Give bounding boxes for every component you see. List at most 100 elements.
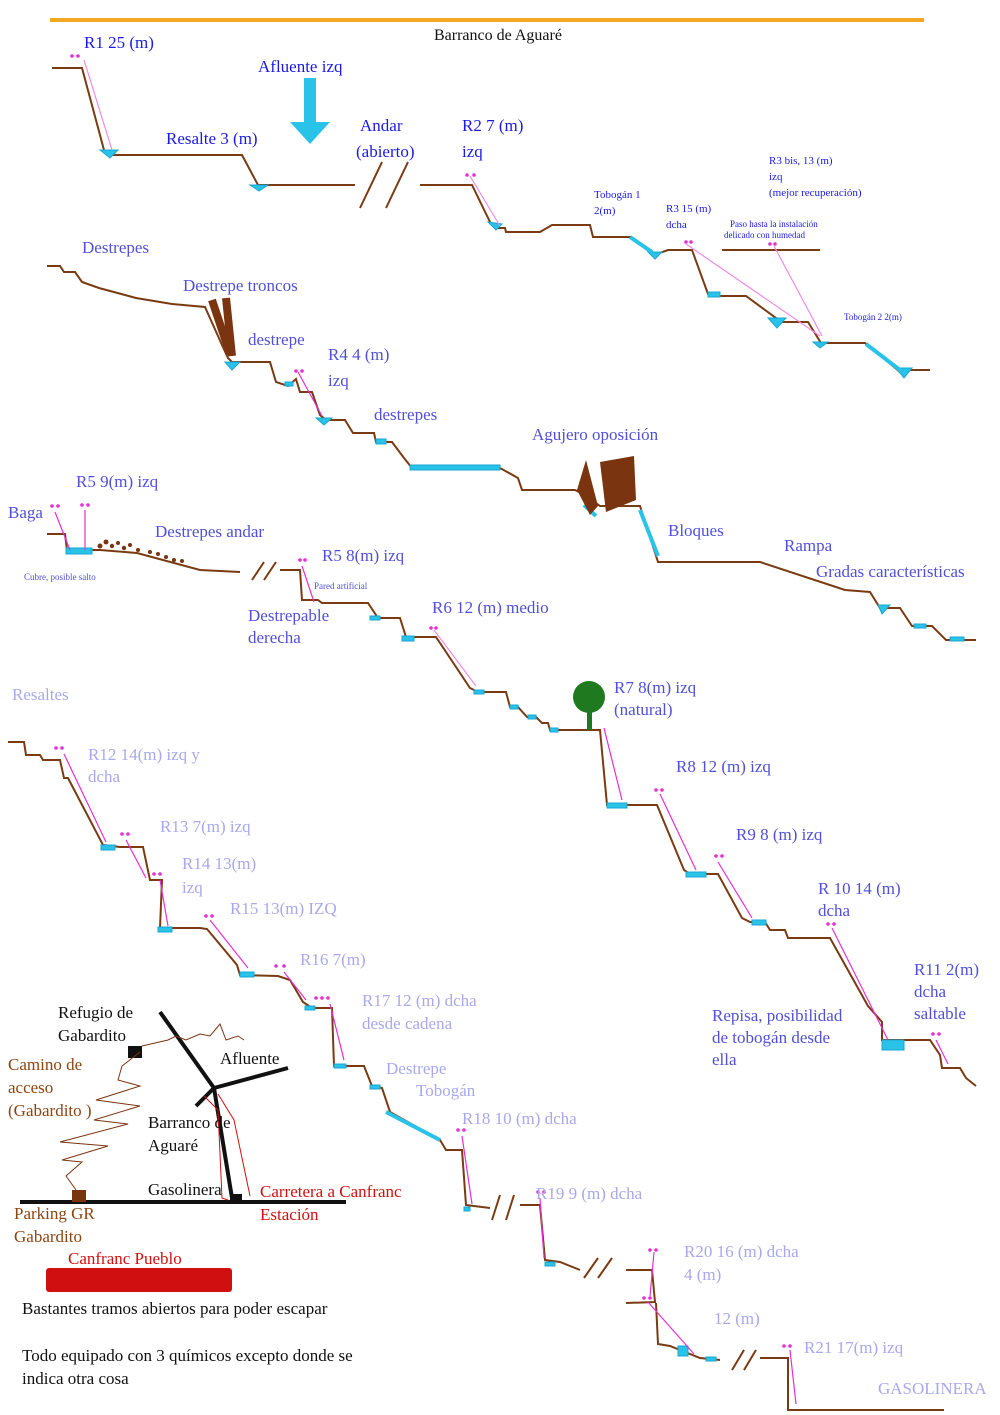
r11-label-1: R11 2(m) (914, 960, 979, 979)
r14-label-2: izq (182, 878, 203, 897)
repisa-label-1: Repisa, posibilidad (712, 1006, 843, 1025)
r17-label-1: R17 12 (m) dcha (362, 991, 477, 1010)
andar-label-2: (abierto) (356, 142, 415, 161)
gasolinera-map-label: Gasolinera (148, 1180, 222, 1199)
refugio-label-2: Gabardito (58, 1026, 126, 1045)
r15-label: R15 13(m) IZQ (230, 899, 337, 918)
refugio-label-1: Refugio de (58, 1003, 133, 1022)
rock-blocks (577, 456, 636, 515)
parking-label-1: Parking GR (14, 1204, 95, 1223)
boulder-dots (97, 539, 184, 563)
camino-label-3: (Gabardito ) (8, 1101, 92, 1120)
destrepes2-label: destrepes (374, 405, 437, 424)
parking-label-2: Gabardito (14, 1227, 82, 1246)
barranco-label-2: Aguaré (148, 1136, 198, 1155)
canyon-profiles (8, 67, 977, 1411)
barranco-label-1: Barranco de (148, 1113, 231, 1132)
rampa-label: Rampa (784, 536, 833, 555)
note-equipment-1: Todo equipado con 3 químicos excepto don… (22, 1346, 353, 1365)
profile-section3a (47, 533, 241, 573)
agujero-label: Agujero oposición (532, 425, 659, 444)
ropes (54, 59, 949, 1405)
profile-section1a (52, 67, 355, 186)
repisa-label-2: de tobogán desde (712, 1028, 830, 1047)
r11-label-2: dcha (914, 982, 947, 1001)
map-inset (20, 1010, 346, 1292)
afluente-line (213, 1066, 289, 1090)
tree-icon (573, 681, 605, 730)
page-title: Barranco de Aguaré (434, 27, 562, 44)
canfranc-label: Canfranc Pueblo (68, 1249, 182, 1268)
paso-label-2: delicado con humedad (724, 230, 805, 240)
anchor-dots (50, 54, 941, 1348)
r20-label-1: R20 16 (m) dcha (684, 1242, 799, 1261)
r10-label-2: dcha (818, 901, 851, 920)
andar-label-1: Andar (360, 116, 403, 135)
r20-label-3: 12 (m) (714, 1309, 760, 1328)
pared-label: Pared artificial (314, 581, 368, 591)
note-equipment-2: indica otra cosa (22, 1369, 129, 1388)
r3-label-1: R3 15 (m) (666, 203, 712, 215)
r8-label: R8 12 (m) izq (676, 757, 771, 776)
canfranc-pueblo-bar (46, 1268, 232, 1292)
parking-marker (72, 1190, 86, 1202)
profile-section4c (625, 1269, 657, 1304)
profile-section4e (760, 1357, 944, 1411)
camino-label-2: acceso (8, 1078, 53, 1097)
gasolinera-marker (230, 1194, 242, 1204)
afluente-arrow (290, 78, 330, 144)
camino-label-1: Camino de (8, 1055, 82, 1074)
r3bis-label-1: R3 bis, 13 (m) (769, 155, 833, 167)
trail-line-2 (141, 1023, 245, 1047)
r20-label-2: 4 (m) (684, 1265, 721, 1284)
baga-label: Baga (8, 503, 43, 522)
r13-label: R13 7(m) izq (160, 817, 251, 836)
r17-label-2: desde cadena (362, 1014, 453, 1033)
destrepable-label-1: Destrepable (248, 606, 329, 625)
resalte-label: Resalte 3 (m) (166, 129, 258, 148)
tobogan1-label-1: Tobogán 1 (594, 189, 641, 201)
bloques-label: Bloques (668, 521, 724, 540)
destrepe-label: destrepe (248, 330, 305, 349)
r3-label-2: dcha (666, 219, 687, 231)
note-escape: Bastantes tramos abiertos para poder esc… (22, 1299, 328, 1318)
r2-label-1: R2 7 (m) (462, 116, 523, 135)
r7-label-1: R7 8(m) izq (614, 678, 697, 697)
trail-line (59, 1051, 142, 1191)
r12-label-1: R12 14(m) izq y (88, 745, 200, 764)
r2-label-2: izq (462, 142, 483, 161)
r4-label-2: izq (328, 371, 349, 390)
logs-icon (208, 297, 236, 357)
r5b-label: R5 8(m) izq (322, 546, 405, 565)
r4-label-1: R4 4 (m) (328, 345, 389, 364)
gradas-label: Gradas características (816, 562, 965, 581)
profile-section4a (8, 741, 491, 1209)
tobogan1-label-2: 2(m) (594, 205, 616, 217)
gasolinera-end-label: GASOLINERA (878, 1379, 987, 1398)
r3bis-label-3: (mejor recuperación) (769, 187, 862, 199)
r9-label: R9 8 (m) izq (736, 825, 823, 844)
repisa-label-3: ella (712, 1050, 737, 1069)
destrepe-tobogan-label-2: Tobogán (416, 1081, 476, 1100)
carretera-label-1: Carretera a Canfranc (260, 1182, 402, 1201)
afluente-map-label: Afluente (220, 1049, 279, 1068)
destrepable-label-2: derecha (248, 628, 301, 647)
cubre-label: Cubre, posible salto (24, 572, 96, 582)
r6-label: R6 12 (m) medio (432, 598, 549, 617)
r5a-label: R5 9(m) izq (76, 472, 159, 491)
r12-label-2: dcha (88, 767, 121, 786)
profile-section2 (47, 265, 976, 641)
r1-label: R1 25 (m) (84, 33, 154, 52)
destrepes-andar-label: Destrepes andar (155, 522, 264, 541)
break-marks (251, 161, 757, 1371)
r16-label: R16 7(m) (300, 950, 366, 969)
r11-label-3: saltable (914, 1004, 966, 1023)
r18-label: R18 10 (m) dcha (462, 1109, 577, 1128)
tobogan2-label: Tobogán 2 2(m) (844, 312, 902, 322)
r10-label-1: R 10 14 (m) (818, 879, 901, 898)
afluente-label: Afluente izq (258, 57, 343, 76)
paso-label-1: Paso hasta la instalación (730, 219, 818, 229)
water-pools (65, 149, 965, 1362)
profile-section4b (520, 1204, 581, 1271)
